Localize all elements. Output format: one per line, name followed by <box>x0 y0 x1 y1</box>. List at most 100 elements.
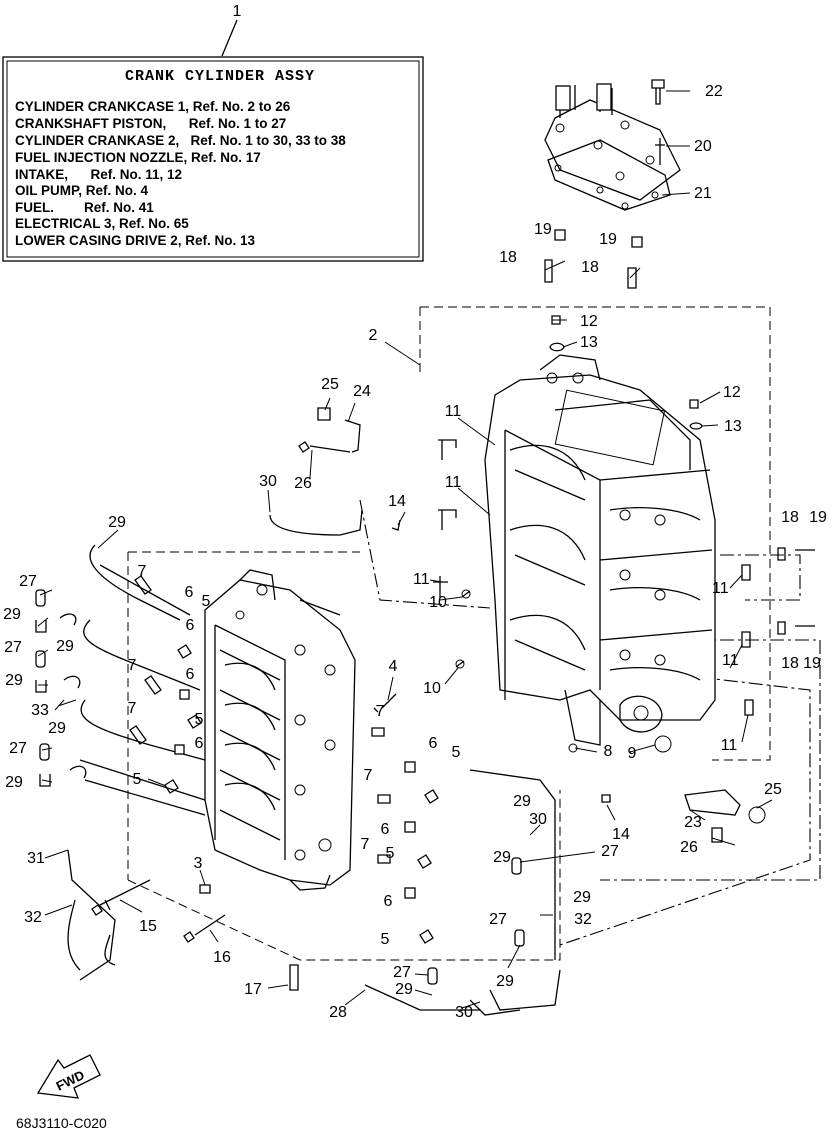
callout-17[interactable]: 17 <box>244 981 262 998</box>
callout-26[interactable]: 26 <box>294 475 312 492</box>
callout-7[interactable]: 7 <box>364 767 373 784</box>
callout-27[interactable]: 27 <box>489 911 507 928</box>
callout-18[interactable]: 18 <box>781 655 799 672</box>
callout-6[interactable]: 6 <box>185 584 194 601</box>
callout-7[interactable]: 7 <box>361 836 370 853</box>
callout-18[interactable]: 18 <box>499 249 517 266</box>
callout-29[interactable]: 29 <box>108 514 126 531</box>
cylinder-head-cover[interactable] <box>544 83 681 211</box>
callout-5[interactable]: 5 <box>195 711 204 728</box>
callout-27[interactable]: 27 <box>4 639 22 656</box>
callout-5[interactable]: 5 <box>202 593 211 610</box>
callout-18[interactable]: 18 <box>781 509 799 526</box>
callout-28[interactable]: 28 <box>329 1004 347 1021</box>
callout-30[interactable]: 30 <box>529 811 547 828</box>
callout-19[interactable]: 19 <box>803 655 821 672</box>
cylinder-block-main[interactable] <box>484 354 716 746</box>
callout-18[interactable]: 18 <box>581 259 599 276</box>
forward-arrow: FWD <box>36 1054 101 1099</box>
callout-12[interactable]: 12 <box>580 313 598 330</box>
callout-11[interactable]: 11 <box>445 403 462 420</box>
callout-29[interactable]: 29 <box>513 793 531 810</box>
callout-11[interactable]: 11 <box>712 580 729 597</box>
callout-11[interactable]: 11 <box>445 474 462 491</box>
callout-3[interactable]: 3 <box>194 855 203 872</box>
callout-25[interactable]: 25 <box>764 781 782 798</box>
callout-29[interactable]: 29 <box>5 774 23 791</box>
callout-29[interactable]: 29 <box>5 672 23 689</box>
callout-27[interactable]: 27 <box>19 573 37 590</box>
callout-32[interactable]: 32 <box>574 911 592 928</box>
callout-1[interactable]: 1 <box>233 3 242 20</box>
callout-6[interactable]: 6 <box>429 735 438 752</box>
callout-21[interactable]: 21 <box>694 185 712 202</box>
callout-27[interactable]: 27 <box>601 843 619 860</box>
callout-29[interactable]: 29 <box>493 849 511 866</box>
o-ring-seals[interactable] <box>35 613 87 787</box>
callout-14[interactable]: 14 <box>388 493 406 510</box>
callout-7[interactable]: 7 <box>128 657 137 674</box>
callout-33[interactable]: 33 <box>31 702 49 719</box>
callout-11[interactable]: 11 <box>721 737 738 754</box>
callout-27[interactable]: 27 <box>9 740 27 757</box>
callout-6[interactable]: 6 <box>186 666 195 683</box>
callout-20[interactable]: 20 <box>694 138 712 155</box>
bolt-22[interactable] <box>651 79 665 105</box>
callout-5[interactable]: 5 <box>452 744 461 761</box>
callout-6[interactable]: 6 <box>195 735 204 752</box>
callout-6[interactable]: 6 <box>384 893 393 910</box>
callout-29[interactable]: 29 <box>48 720 66 737</box>
fwd-label: FWD <box>54 1067 87 1093</box>
plugs-6[interactable] <box>174 689 416 899</box>
callout-16[interactable]: 16 <box>213 949 231 966</box>
callout-13[interactable]: 13 <box>580 334 598 351</box>
callout-14[interactable]: 14 <box>612 826 630 843</box>
callout-23[interactable]: 23 <box>684 814 702 831</box>
callout-10[interactable]: 10 <box>423 680 441 697</box>
callout-32[interactable]: 32 <box>24 909 42 926</box>
callout-6[interactable]: 6 <box>186 617 195 634</box>
callout-15[interactable]: 15 <box>139 918 157 935</box>
crankcase-left[interactable] <box>204 569 356 891</box>
callout-12[interactable]: 12 <box>723 384 741 401</box>
callout-9[interactable]: 9 <box>628 745 637 762</box>
callout-31[interactable]: 31 <box>27 850 45 867</box>
callout-7[interactable]: 7 <box>128 700 137 717</box>
callout-7[interactable]: 7 <box>376 703 385 720</box>
callout-29[interactable]: 29 <box>3 606 21 623</box>
callout-29[interactable]: 29 <box>56 638 74 655</box>
callout-25[interactable]: 25 <box>321 376 339 393</box>
box-line: OIL PUMP, Ref. No. 4 <box>15 183 149 198</box>
callout-11[interactable]: 11 <box>413 571 430 588</box>
callout-5[interactable]: 5 <box>381 931 390 948</box>
callout-11[interactable]: 11 <box>722 652 739 669</box>
callout-2[interactable]: 2 <box>369 327 378 344</box>
callout-27[interactable]: 27 <box>393 964 411 981</box>
callout-8[interactable]: 8 <box>604 743 613 760</box>
callout-19[interactable]: 19 <box>534 221 552 238</box>
callout-10[interactable]: 10 <box>429 594 447 611</box>
callout-30[interactable]: 30 <box>259 473 277 490</box>
callout-29[interactable]: 29 <box>573 889 591 906</box>
callout-29[interactable]: 29 <box>496 973 514 990</box>
callout-26[interactable]: 26 <box>680 839 698 856</box>
unions-5[interactable] <box>164 644 439 944</box>
hoses[interactable] <box>67 509 561 1016</box>
callout-4[interactable]: 4 <box>389 658 398 675</box>
callout-7[interactable]: 7 <box>138 563 147 580</box>
callout-numbers: 22 20 21 19 19 18 18 12 13 2 25 24 12 13… <box>3 83 827 1021</box>
callout-22[interactable]: 22 <box>705 83 723 100</box>
callout-24[interactable]: 24 <box>353 383 371 400</box>
callout-19[interactable]: 19 <box>809 509 827 526</box>
callout-30[interactable]: 30 <box>455 1004 473 1021</box>
callout-29[interactable]: 29 <box>395 981 413 998</box>
callout-13[interactable]: 13 <box>724 418 742 435</box>
box-title: CRANK CYLINDER ASSY <box>125 68 315 85</box>
callout-19[interactable]: 19 <box>599 231 617 248</box>
callout-6[interactable]: 6 <box>381 821 390 838</box>
nipples-7[interactable] <box>129 575 391 864</box>
callout-5[interactable]: 5 <box>133 771 142 788</box>
box-line: LOWER CASING DRIVE 2, Ref. No. 13 <box>15 233 256 248</box>
callout-5[interactable]: 5 <box>386 845 395 862</box>
